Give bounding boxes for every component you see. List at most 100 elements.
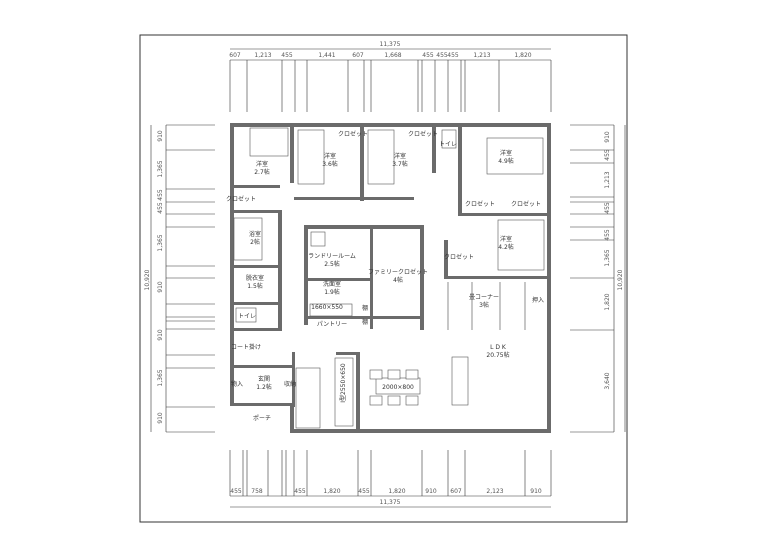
label: クロゼット: [465, 200, 495, 208]
room-area: 20.75帖: [486, 351, 509, 359]
label: トイレ: [238, 313, 256, 320]
room-area: 1.2帖: [256, 383, 272, 391]
dimension-label-top: 1,820: [514, 52, 531, 59]
room-name: ファミリークロゼット: [368, 268, 428, 276]
label: クロゼット: [511, 200, 541, 208]
chair: [405, 395, 419, 406]
dimension-label-top: 455: [436, 52, 448, 59]
chair: [369, 369, 383, 380]
wall: [360, 123, 364, 201]
dimension-label-bottom: 455: [294, 488, 306, 495]
dimension-label-left: 455: [157, 189, 164, 201]
wall: [230, 302, 282, 305]
room-name: 洗面室: [323, 280, 341, 288]
dimension-label-right: 1,365: [604, 249, 611, 266]
wall: [230, 185, 280, 188]
room-name: L D K: [490, 344, 507, 351]
bed: [297, 129, 325, 185]
shelf: [295, 367, 321, 429]
dimension-total-left: 10,920: [144, 269, 151, 290]
wall: [294, 197, 360, 200]
wall: [290, 403, 294, 433]
wall: [230, 403, 292, 406]
room-area: 4.9帖: [498, 157, 514, 165]
dimension-label-right: 910: [604, 131, 611, 143]
dimension-label-right: 3,640: [604, 372, 611, 389]
wall: [230, 265, 282, 268]
bed: [367, 129, 395, 185]
dimension-label-top: 1,213: [473, 52, 490, 59]
wall: [444, 240, 448, 276]
dimension-label-right: 1,820: [604, 293, 611, 310]
wall: [230, 365, 292, 368]
room-area: 1.9帖: [324, 288, 340, 296]
dimension-label-top: 455: [447, 52, 459, 59]
wall: [364, 197, 414, 200]
dimension-label-right: 455: [604, 229, 611, 241]
dimension-total-bottom: 11,375: [380, 499, 401, 506]
kitchen-counter: [334, 357, 354, 427]
dimension-label-bottom: 1,820: [388, 488, 405, 495]
table-size-label: 2000×800: [382, 384, 414, 391]
room-name: ランドリールーム: [308, 253, 356, 260]
label: パントリー: [317, 321, 347, 328]
label: クロゼット: [226, 195, 256, 203]
toilet: [441, 129, 457, 149]
wall: [432, 123, 436, 173]
dimension-label-right: 455: [604, 149, 611, 161]
dimension-label-left: 1,365: [157, 369, 164, 386]
room-area: 3帖: [479, 301, 489, 309]
dimension-label-left: 1,365: [157, 160, 164, 177]
dimension-label-right: 1,213: [604, 171, 611, 188]
dimension-label-top: 607: [229, 52, 241, 59]
dimension-label-bottom: 607: [450, 488, 462, 495]
wall: [444, 276, 550, 279]
room-name: 洋室: [256, 160, 268, 168]
dimension-label-bottom: 1,820: [323, 488, 340, 495]
room-area: 3.7帖: [392, 160, 408, 168]
wall: [336, 352, 360, 355]
dimension-label-left: 1,365: [157, 234, 164, 251]
dimension-label-bottom: 455: [358, 488, 370, 495]
dimension-label-top: 455: [281, 52, 293, 59]
room-area: 2帖: [250, 238, 260, 246]
dimension-label-bottom: 758: [251, 488, 263, 495]
kitchen-size-label: I型2550×650: [339, 363, 347, 403]
dimension-label-top: 1,668: [384, 52, 401, 59]
room-area: 2.7帖: [254, 168, 270, 176]
wall: [278, 210, 282, 330]
sofa: [451, 356, 469, 406]
dimension-label-right: 455: [604, 202, 611, 214]
chair: [387, 395, 401, 406]
room-area: 2.5帖: [324, 260, 340, 268]
dimension-label-bottom: 455: [230, 488, 242, 495]
dimension-label-left: 910: [157, 130, 164, 142]
dimension-label-left: 910: [157, 412, 164, 424]
dimension-label-bottom: 2,123: [486, 488, 503, 495]
wall: [304, 225, 424, 229]
wall: [230, 210, 282, 213]
wall: [292, 352, 295, 407]
wall: [304, 278, 370, 281]
wall: [356, 355, 360, 430]
vanity: [309, 303, 353, 317]
dimension-label-top: 455: [422, 52, 434, 59]
room-name: 洋室: [324, 152, 336, 160]
drawing-frame: [139, 34, 628, 523]
label: 棚: [362, 318, 368, 326]
room-area: 4帖: [393, 276, 403, 284]
chair: [405, 369, 419, 380]
label: 押入: [532, 296, 544, 304]
label: コート掛け: [231, 343, 261, 351]
toilet: [235, 307, 257, 323]
wall: [458, 123, 462, 215]
label: クロゼット: [408, 130, 438, 138]
wall: [304, 316, 424, 319]
label: 物入: [231, 380, 243, 388]
dimension-label-top: 1,213: [254, 52, 271, 59]
label: 1660×550: [311, 304, 343, 311]
label: ポーチ: [253, 414, 271, 422]
room-name: 洋室: [394, 152, 406, 160]
